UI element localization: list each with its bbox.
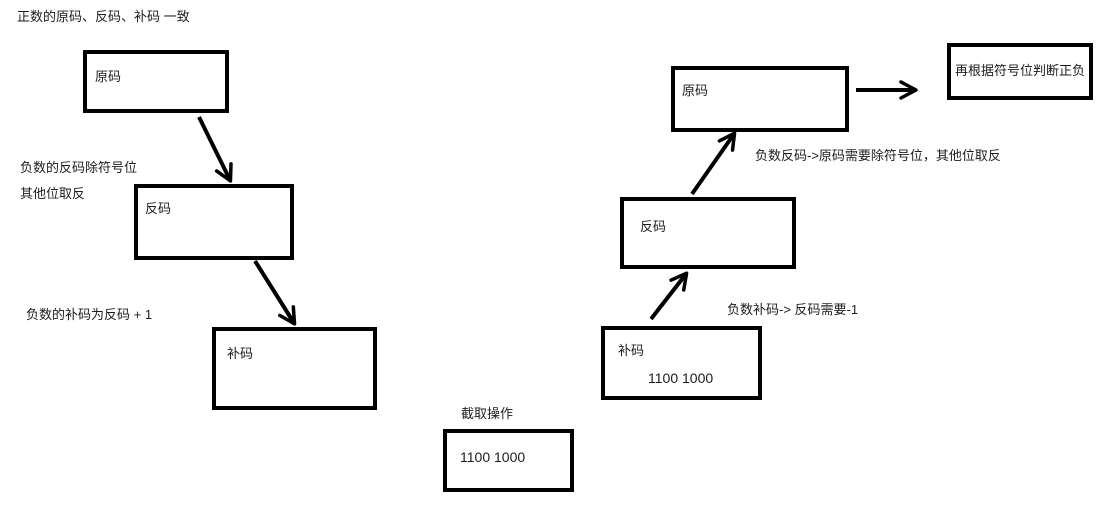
arrow-left-original-to-inverse — [197, 116, 233, 183]
box-sign-check: 再根据符号位判断正负 — [947, 43, 1093, 100]
arrow-right-complement-to-inverse — [649, 271, 689, 321]
box-left-inverse-label: 反码 — [145, 201, 172, 216]
box-right-complement: 补码 1100 1000 — [601, 326, 762, 400]
box-right-original-label: 原码 — [682, 83, 709, 98]
box-left-complement-label: 补码 — [227, 346, 254, 361]
box-left-inverse: 反码 — [134, 184, 294, 260]
note-negative-complement-rule: 负数的补码为反码 + 1 — [26, 307, 153, 322]
box-left-original: 原码 — [83, 50, 229, 113]
note-complement-to-inverse-rule: 负数补码-> 反码需要-1 — [727, 302, 859, 317]
note-truncate-operation: 截取操作 — [461, 406, 514, 421]
box-right-original: 原码 — [671, 66, 849, 132]
box-left-original-label: 原码 — [95, 69, 122, 84]
note-inverse-to-original-rule: 负数反码->原码需要除符号位，其他位取反 — [755, 148, 1001, 163]
box-truncate-result-value: 1100 1000 — [460, 449, 526, 465]
box-left-complement: 补码 — [212, 327, 377, 410]
box-truncate-result: 1100 1000 — [443, 429, 574, 492]
box-right-inverse: 反码 — [620, 197, 796, 269]
box-right-inverse-label: 反码 — [640, 219, 667, 234]
note-negative-inverse-rule-line1: 负数的反码除符号位 — [20, 160, 138, 175]
box-right-complement-label: 补码 — [618, 343, 645, 358]
box-sign-check-label: 再根据符号位判断正负 — [955, 63, 1086, 78]
box-right-complement-value: 1100 1000 — [648, 370, 714, 386]
note-positive-rule: 正数的原码、反码、补码 一致 — [17, 9, 190, 24]
arrow-left-inverse-to-complement — [253, 259, 297, 326]
arrow-right-inverse-to-original — [690, 131, 737, 196]
note-negative-inverse-rule-line2: 其他位取反 — [20, 186, 86, 201]
